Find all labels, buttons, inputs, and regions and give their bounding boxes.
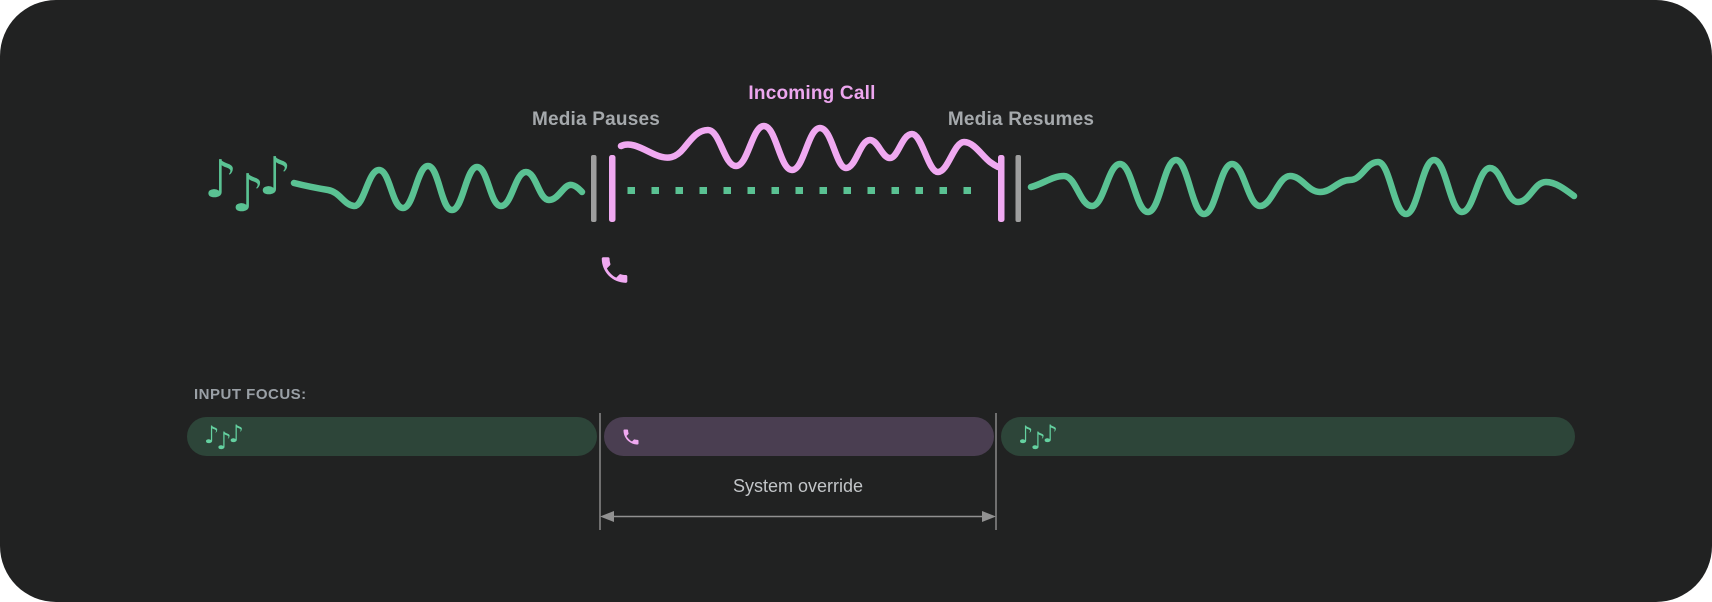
resume-marker-gray bbox=[1015, 155, 1021, 222]
system-override-arrow bbox=[600, 511, 996, 522]
media-resumes-label: Media Resumes bbox=[947, 109, 1095, 130]
media-waveform-before bbox=[290, 162, 586, 214]
resume-marker-pink bbox=[998, 155, 1005, 222]
media-waveform-after bbox=[1027, 156, 1578, 218]
note-glyph: ♪ bbox=[204, 150, 238, 210]
waveform-diagram bbox=[290, 122, 1578, 283]
system-override-label: System override bbox=[732, 476, 864, 496]
music-notes-icon: ♪♪♪ bbox=[204, 151, 304, 220]
note-glyph: ♪ bbox=[1042, 419, 1058, 448]
arrowhead-left bbox=[600, 511, 614, 522]
focus-segment-call bbox=[604, 417, 994, 456]
note-glyph: ♪ bbox=[228, 419, 244, 448]
note-glyph: ♪ bbox=[258, 147, 292, 207]
arrowhead-right bbox=[982, 511, 996, 522]
note-glyph: ♪ bbox=[204, 420, 220, 449]
input-focus-heading: INPUT FOCUS: bbox=[194, 386, 307, 403]
note-glyph: ♪ bbox=[1030, 426, 1046, 455]
call-waveform bbox=[617, 122, 1002, 176]
pause-marker-gray bbox=[591, 155, 597, 222]
focus-segment-media-before: ♪♪♪ bbox=[187, 417, 597, 456]
override-boundary-line-left bbox=[599, 413, 601, 530]
focus-segment-media-after: ♪♪♪ bbox=[1001, 417, 1575, 456]
music-notes-icon: ♪♪♪ bbox=[204, 419, 250, 453]
note-glyph: ♪ bbox=[231, 164, 265, 224]
phone-icon bbox=[623, 429, 639, 444]
incoming-call-label: Incoming Call bbox=[748, 83, 876, 104]
pause-marker-pink bbox=[609, 155, 616, 222]
phone-icon bbox=[601, 257, 628, 283]
note-glyph: ♪ bbox=[1018, 420, 1034, 449]
override-boundary-line-right bbox=[995, 413, 997, 530]
media-pauses-label: Media Pauses bbox=[531, 109, 661, 130]
note-glyph: ♪ bbox=[216, 426, 232, 455]
music-notes-icon: ♪♪♪ bbox=[1018, 419, 1064, 453]
